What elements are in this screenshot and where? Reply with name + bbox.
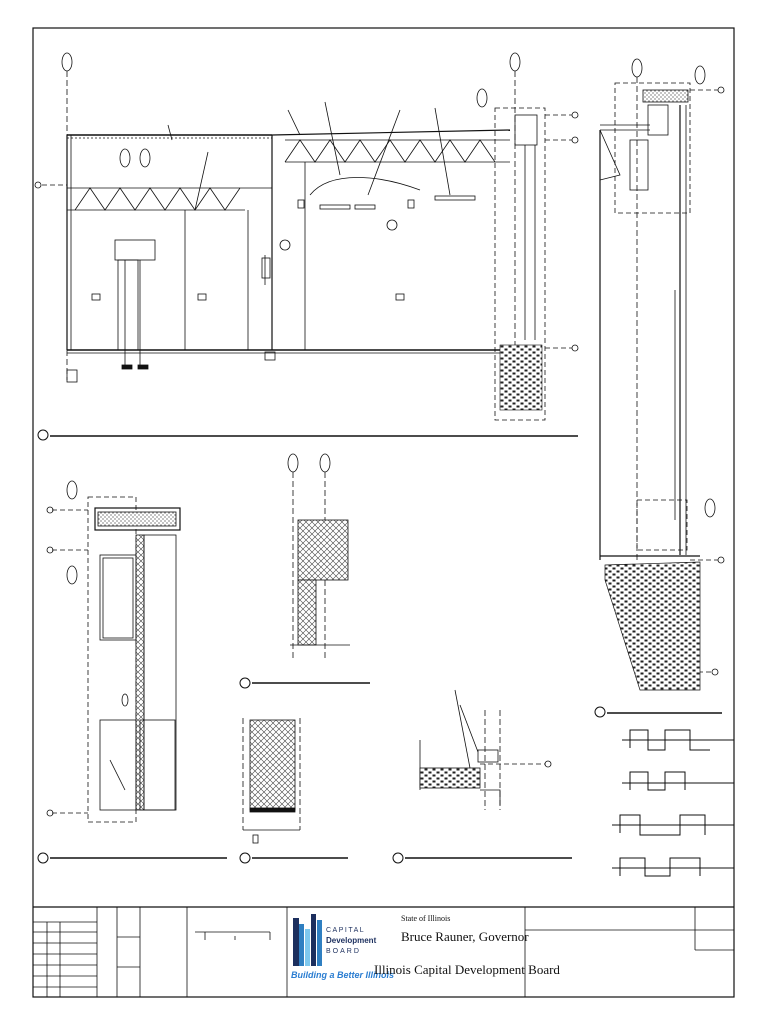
agency-name: Illinois Capital Development Board (374, 962, 560, 977)
detail-title-bubble (239, 677, 251, 689)
foundation-masonry-1 (499, 344, 543, 411)
state-label: State of Illinois (401, 914, 451, 923)
detail-wall-joint (287, 453, 350, 660)
detail-title-bubble (239, 852, 251, 864)
title-block (33, 906, 734, 997)
detail-interior-elevation (46, 480, 181, 823)
foundation-masonry-2 (604, 561, 701, 691)
detail-wall-panel (242, 718, 301, 844)
detail-profile-symbols (594, 706, 734, 877)
logo-line2: Development (326, 936, 377, 945)
governor-name: Bruce Rauner, Governor (401, 929, 529, 944)
detail-building-section (34, 52, 579, 421)
sheet-border (32, 27, 735, 998)
logo-line1: CAPITAL (326, 927, 366, 934)
detail-title-bubble (37, 852, 49, 864)
logo-line3: BOARD (326, 948, 361, 955)
cdb-logo-mark (293, 914, 322, 966)
logo-tagline: Building a Better Illinois (291, 970, 395, 980)
detail-wall-section (599, 58, 725, 676)
detail-title-bubble (37, 429, 49, 441)
detail-slab-edge (419, 689, 552, 810)
detail-title-bubble (392, 852, 404, 864)
